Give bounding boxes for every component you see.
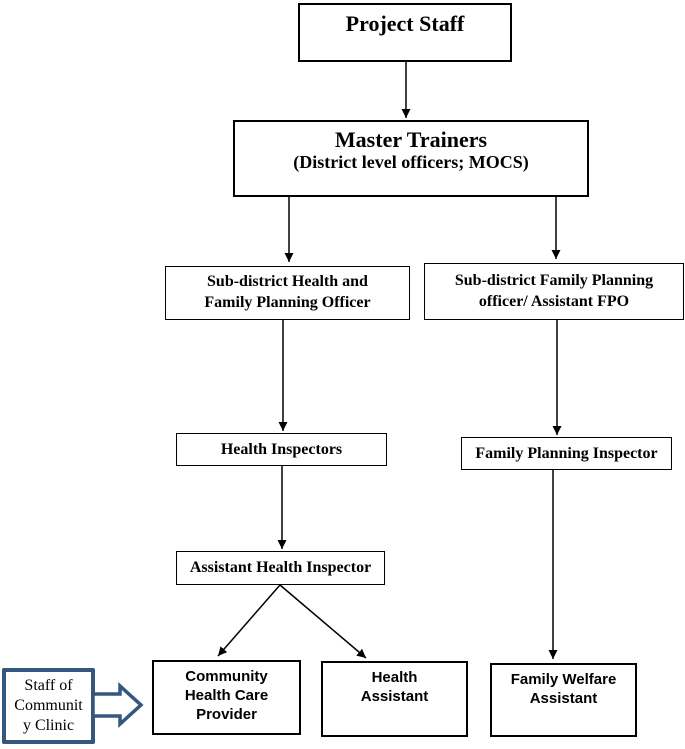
node-subdistrict-fp-officer: Sub-district Family Planning officer/ As…	[424, 263, 684, 320]
node-master-trainers: Master Trainers (District level officers…	[233, 120, 589, 197]
node-community-health-care-provider: Community Health Care Provider	[152, 660, 301, 735]
node-project-staff: Project Staff	[298, 3, 512, 62]
node-family-planning-inspector: Family Planning Inspector	[461, 437, 672, 470]
node-master-trainers-subtitle: (District level officers; MOCS)	[293, 152, 529, 173]
node-assistant-health-inspector: Assistant Health Inspector	[176, 551, 385, 585]
node-clinic-staff-callout: Staff of Communit y Clinic	[2, 668, 95, 744]
node-master-trainers-title: Master Trainers	[334, 127, 488, 152]
edge-assistanthi-chcp	[217, 584, 281, 657]
node-health-assistant: Health Assistant	[321, 661, 468, 737]
edge-assistanthi-healthassistant	[279, 584, 367, 659]
node-subdistrict-health-fp-officer: Sub-district Health and Family Planning …	[165, 266, 410, 320]
clinic-staff-arrow-icon	[92, 682, 144, 728]
node-family-welfare-assistant: Family Welfare Assistant	[490, 663, 637, 737]
node-health-inspectors: Health Inspectors	[176, 433, 387, 466]
